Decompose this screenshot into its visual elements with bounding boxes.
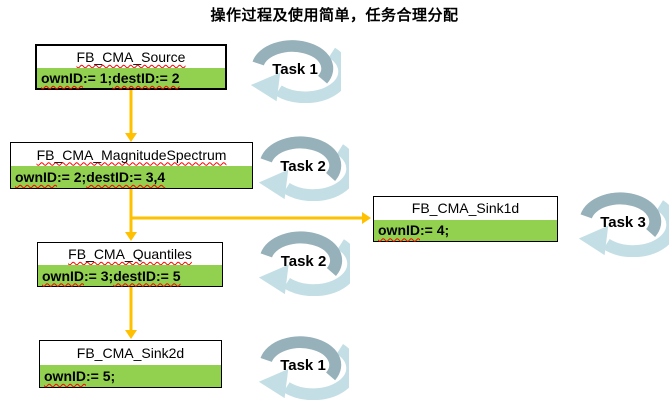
flow-box-magnitudespectrum-params: ownID:= 2; destID:= 3,4 [11, 166, 252, 188]
param-text: ownID [15, 169, 57, 186]
flow-box-quantiles-params: ownID:= 3; destID:= 5 [38, 265, 222, 286]
flow-box-quantiles: FB_CMA_Quantiles ownID:= 3; destID:= 5 [37, 242, 223, 287]
param-text: ownID [378, 222, 420, 239]
cycle-arrow-icon [258, 136, 349, 201]
task-label: Task 2 [280, 157, 326, 175]
param-text: ownID [42, 267, 84, 284]
flow-box-sink2d-params: ownID:= 5; [40, 364, 221, 387]
param-text: := 4; [420, 222, 450, 239]
flow-box-sink2d-title: FB_CMA_Sink2d [40, 341, 221, 365]
flow-box-quantiles-title-text: FB_CMA_Quantiles [68, 246, 192, 263]
arrow-magnitudespectrum-to-sink1d [131, 212, 371, 224]
flow-box-source-title: FB_CMA_Source [37, 46, 225, 68]
param-text: := 2; [57, 169, 87, 186]
task-badge-1-source: Task 1 [249, 33, 341, 103]
cycle-arrow-icon [258, 336, 349, 400]
flow-box-source: FB_CMA_Source ownID:= 1; destID:= 2 [35, 44, 227, 90]
flow-box-magnitudespectrum: FB_CMA_MagnitudeSpectrum ownID:= 2; dest… [10, 142, 253, 189]
flow-box-magnitudespectrum-title-text: FB_CMA_MagnitudeSpectrum [36, 146, 227, 163]
flow-box-quantiles-title: FB_CMA_Quantiles [38, 243, 222, 266]
task-badge-2-quantiles: Task 2 [257, 224, 350, 296]
arrow-quantiles-to-sink2d [125, 287, 137, 339]
cycle-arrow-icon [258, 231, 350, 296]
flow-box-sink1d: FB_CMA_Sink1d ownID:= 4; [373, 196, 558, 242]
flow-box-sink1d-title-text: FB_CMA_Sink1d [411, 200, 520, 217]
task-label: Task 1 [280, 357, 326, 374]
task-label: Task 3 [600, 213, 646, 231]
param-text: destID:= 3,4 [86, 169, 166, 186]
arrow-magnitudespectrum-to-quantiles [125, 189, 137, 241]
flow-box-magnitudespectrum-title: FB_CMA_MagnitudeSpectrum [11, 143, 252, 167]
flow-box-source-params: ownID:= 1; destID:= 2 [37, 67, 225, 88]
flow-box-sink1d-params: ownID:= 4; [374, 219, 557, 241]
arrow-source-to-magnitudespectrum [125, 90, 137, 142]
task-badge-2-magnitudespectrum: Task 2 [257, 129, 349, 201]
cycle-arrow-icon [578, 192, 669, 257]
task-badge-3-sink1d: Task 3 [577, 185, 669, 257]
param-text: ownID [41, 69, 83, 86]
flow-box-sink2d: FB_CMA_Sink2d ownID:= 5; [39, 340, 222, 388]
param-text: := 3; [84, 267, 114, 284]
param-text: destID:= 2 [112, 69, 180, 86]
page-title: 操作过程及使用简单，任务合理分配 [210, 7, 459, 24]
cycle-arrow-icon [250, 40, 341, 103]
flow-box-source-title-text: FB_CMA_Source [76, 48, 186, 65]
flow-box-sink2d-title-text: FB_CMA_Sink2d [76, 344, 185, 361]
param-text: destID:= 5 [113, 267, 181, 284]
task-label: Task 2 [280, 252, 327, 270]
task-badge-1-sink2d: Task 1 [257, 329, 349, 400]
param-text: := 5; [86, 367, 116, 384]
task-label: Task 1 [272, 60, 318, 78]
param-text: ownID [44, 367, 86, 384]
param-text: := 1; [83, 69, 113, 86]
flow-box-sink1d-title: FB_CMA_Sink1d [374, 197, 557, 220]
